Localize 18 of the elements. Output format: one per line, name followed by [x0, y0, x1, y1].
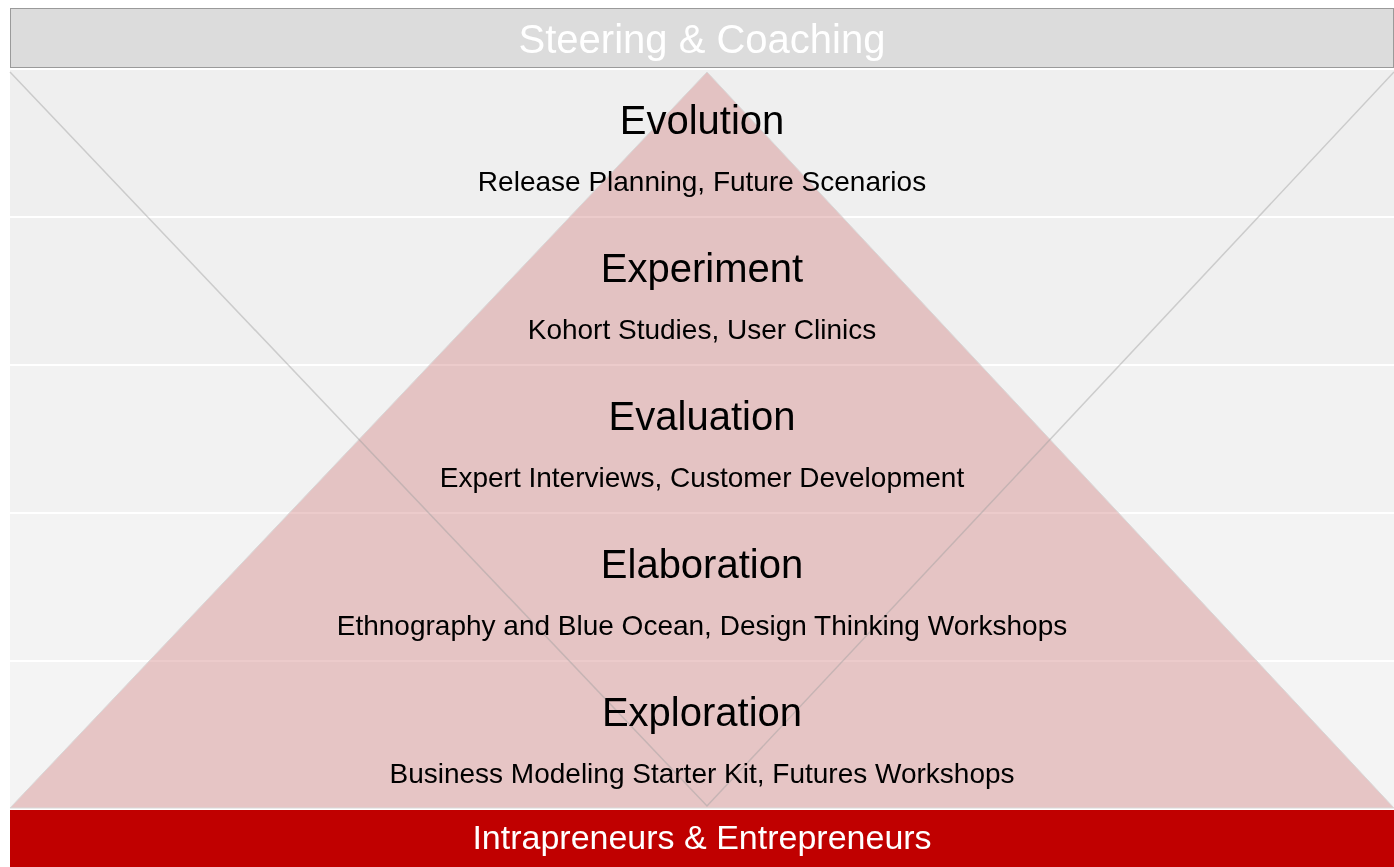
pyramid-layer-band — [10, 662, 1394, 808]
layer-description: Expert Interviews, Customer Development — [439, 462, 965, 494]
banner-title: Intrapreneurs & Entrepreneurs — [472, 818, 932, 857]
top-banner — [10, 8, 1394, 68]
pyramid-layer-band — [10, 218, 1394, 364]
layer-description: Ethnography and Blue Ocean, Design Thinking Workshops — [336, 610, 1068, 642]
layer-heading: Evolution — [619, 98, 785, 143]
layer-heading: Experiment — [600, 246, 804, 291]
layer-heading: Evaluation — [608, 394, 796, 439]
layer-heading: Exploration — [601, 690, 803, 735]
pyramid-layer-band — [10, 514, 1394, 660]
layer-heading: Elaboration — [600, 542, 804, 587]
layer-description: Release Planning, Future Scenarios — [477, 166, 927, 198]
layer-description: Business Modeling Starter Kit, Futures Workshops — [389, 758, 1015, 790]
pyramid-layer-band — [10, 366, 1394, 512]
bottom-banner — [10, 810, 1394, 867]
layer-description: Kohort Studies, User Clinics — [527, 314, 877, 346]
pyramid-layer-band — [10, 70, 1394, 216]
